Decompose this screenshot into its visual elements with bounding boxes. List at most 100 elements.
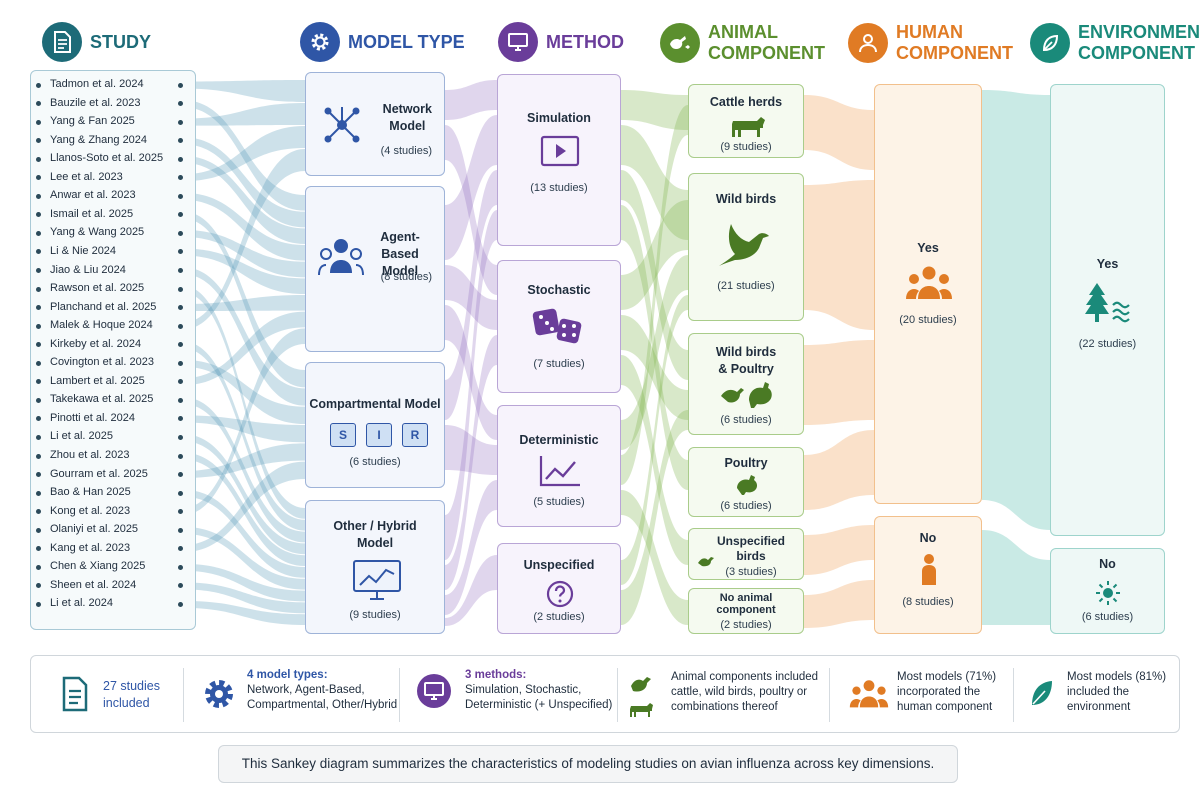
flow-ribbon [804, 180, 874, 330]
study-connector [178, 82, 183, 88]
sir-icon: S I R [330, 423, 428, 447]
study-connector [178, 583, 183, 589]
study-connector [178, 230, 183, 236]
study-item: Pinotti et al. 2024 [50, 411, 136, 424]
header-method-label: METHOD [546, 31, 624, 52]
study-item: Li et al. 2024 [50, 597, 113, 610]
method-node-simulation: Simulation (13 studies) [497, 74, 621, 246]
sun-icon [1096, 581, 1120, 605]
flow-ribbon [182, 126, 305, 182]
network-icon [324, 107, 360, 143]
leaf-icon [1030, 23, 1070, 63]
animals-icon [660, 23, 700, 63]
human-count: (20 studies) [899, 314, 957, 326]
flow-ribbon [445, 425, 497, 475]
summary-title: 27 studies [103, 679, 160, 693]
method-label: Unspecified [523, 558, 595, 572]
method-count: (2 studies) [533, 611, 585, 623]
summary-text: Simulation, Stochastic,Deterministic (+ … [465, 684, 613, 711]
environment-node-no: No (6 studies) [1050, 548, 1165, 634]
flow-ribbon [621, 355, 688, 565]
people-icon [318, 239, 364, 276]
study-item: Rawson et al. 2025 [50, 282, 145, 295]
model-node-network: Network Model (4 studies) [305, 72, 445, 176]
summary-divider [183, 668, 184, 722]
flow-ribbon [182, 341, 305, 531]
flow-ribbon [621, 295, 688, 585]
flow-ribbon [804, 95, 874, 170]
study-item: Covington et al. 2023 [50, 356, 154, 369]
summary-divider [1013, 668, 1014, 722]
study-connector [178, 472, 183, 478]
flow-ribbon [982, 90, 1050, 530]
flow-ribbon [445, 335, 497, 590]
flow-ribbon [445, 210, 497, 560]
study-bullet [36, 453, 41, 459]
environment-label: No [1099, 557, 1116, 571]
animal-label: & Poultry [718, 362, 774, 376]
flow-ribbon [182, 452, 305, 566]
summary-divider [617, 668, 618, 722]
header-model-type-label: MODEL TYPE [348, 31, 465, 52]
model-node-other-hybrid: Other / Hybrid Model (9 studies) [305, 500, 445, 634]
flow-ribbon [182, 155, 305, 244]
tree-water-icon [1085, 283, 1130, 323]
study-bullet [36, 230, 41, 236]
animals-icon [630, 677, 653, 717]
document-icon [42, 22, 82, 62]
animal-label: Wild birds [715, 345, 777, 359]
header-study-label: STUDY [90, 31, 152, 52]
header-study: STUDY [42, 22, 151, 62]
study-item: Bao & Han 2025 [50, 486, 131, 499]
chicken-icon [737, 475, 758, 495]
study-bullet [36, 379, 41, 385]
study-bullet [36, 249, 41, 255]
method-node-unspecified: Unspecified (2 studies) [497, 543, 621, 634]
study-connector [178, 490, 183, 496]
question-icon [546, 580, 574, 608]
animal-node-wild-birds: Wild birds (21 studies) [688, 173, 804, 321]
summary-strip: 27 studies included 4 model types: Netwo… [30, 655, 1180, 733]
flow-ribbon [182, 248, 305, 294]
animal-label: component [716, 604, 776, 616]
study-item: Sheen et al. 2024 [50, 578, 137, 591]
sir-s: S [330, 423, 356, 447]
animal-count: (3 studies) [725, 566, 777, 578]
document-icon [62, 676, 88, 712]
header-human-line1: HUMAN [896, 22, 963, 42]
study-item: Lee et al. 2023 [50, 170, 123, 183]
leaf-icon [1032, 681, 1052, 705]
model-label: Model [356, 536, 394, 550]
monitor-chart-icon [353, 560, 401, 600]
model-label: Network [382, 102, 432, 116]
study-connector [178, 453, 183, 459]
flow-ribbon [445, 115, 497, 260]
flow-ribbon [182, 285, 305, 519]
study-bullet [36, 490, 41, 496]
study-bullet [36, 175, 41, 181]
study-connector [178, 323, 183, 329]
dice-icon [532, 308, 582, 344]
flow-ribbon [182, 229, 305, 278]
study-bullet [36, 212, 41, 218]
person-icon [922, 554, 936, 585]
study-connector [178, 249, 183, 255]
summary-text: included [103, 696, 150, 710]
person-icon [848, 23, 888, 63]
gear-icon [205, 680, 233, 708]
method-count: (7 studies) [533, 358, 585, 370]
model-count: (6 studies) [349, 456, 401, 468]
study-connector [178, 397, 183, 403]
animal-count: (9 studies) [720, 141, 772, 153]
model-label: Compartmental Model [309, 397, 441, 411]
flow-ribbon [182, 396, 305, 543]
method-label: Stochastic [527, 283, 591, 297]
animal-node-none: No animal component (2 studies) [688, 588, 804, 634]
study-bullet [36, 119, 41, 125]
study-bullet [36, 138, 41, 144]
study-connector [178, 434, 183, 440]
study-item: Bauzile et al. 2023 [50, 96, 141, 109]
